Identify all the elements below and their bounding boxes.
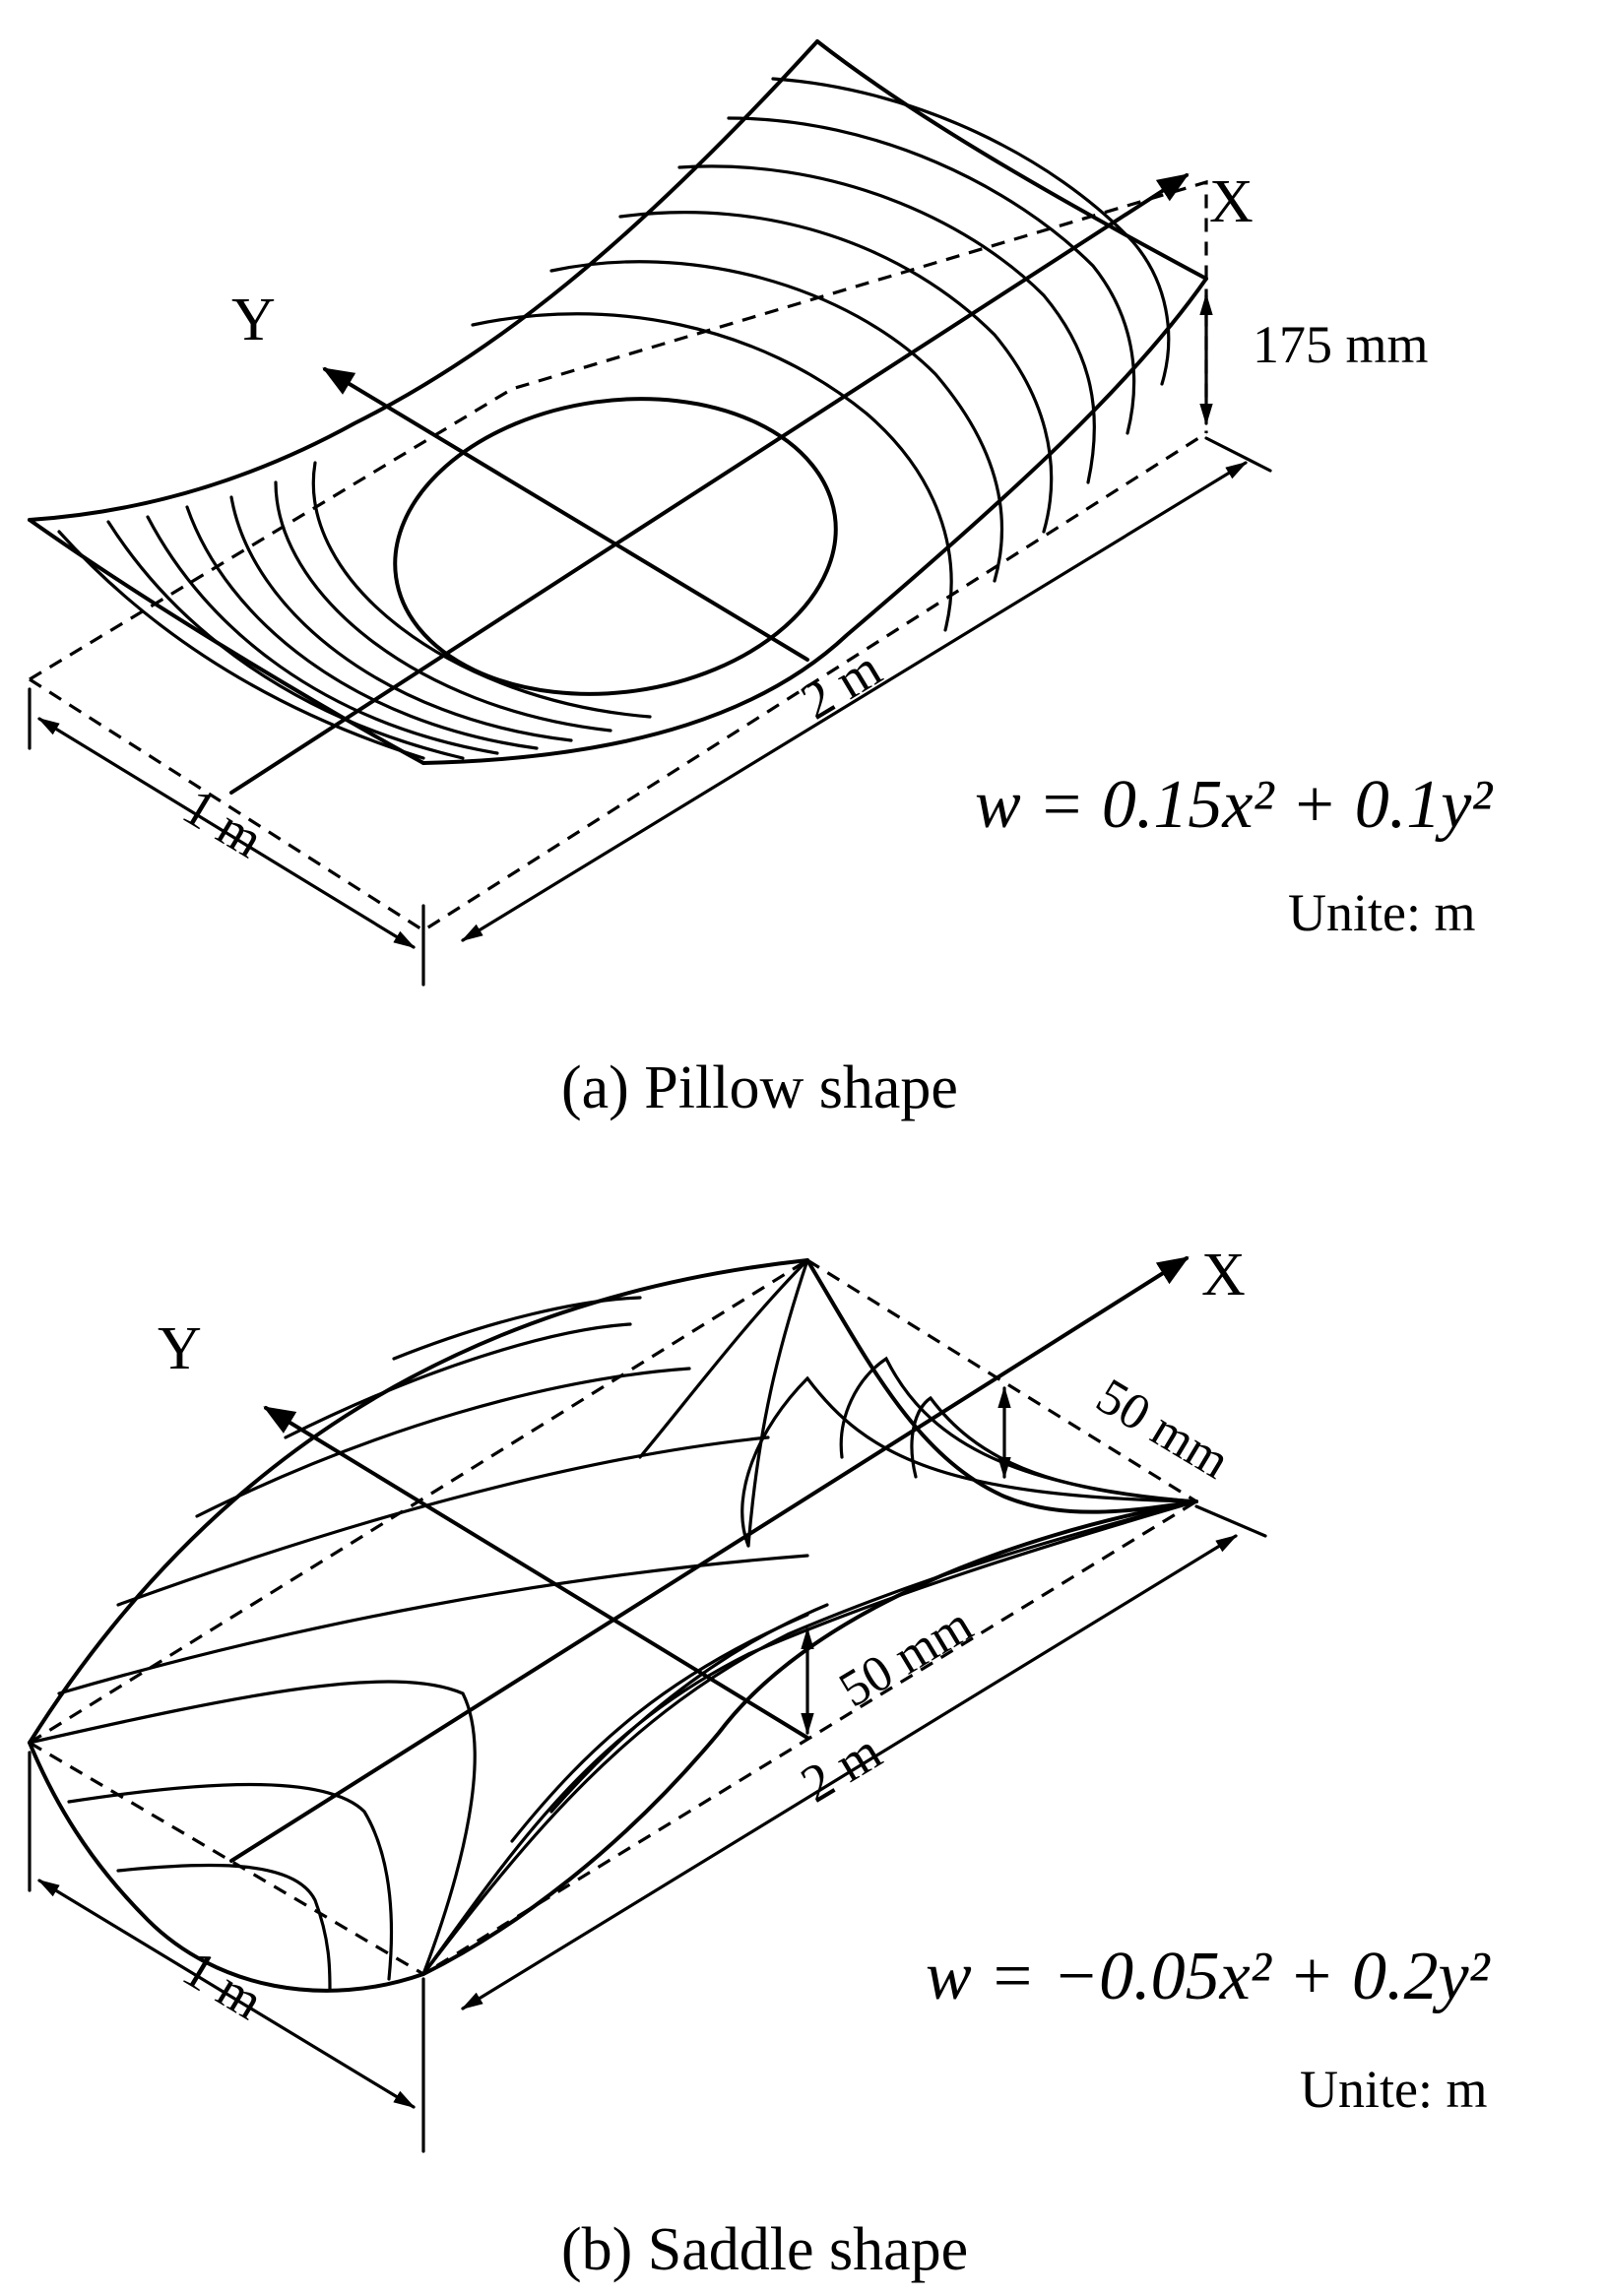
pillow-y-label: Y xyxy=(231,287,276,353)
pillow-panel: X Y 175 mm 2 m 1 m w = 0.15x² + 0.1y² Un… xyxy=(28,39,1493,1121)
saddle-equation: w = −0.05x² + 0.2y² xyxy=(926,1939,1491,2014)
saddle-panel: X Y 50 mm 50 mm 2 m 1 m w = −0.05x² + 0.… xyxy=(28,1242,1491,2283)
pillow-x-label: X xyxy=(1209,168,1254,235)
saddle-units: Unite: m xyxy=(1300,2060,1487,2119)
pillow-right-tick xyxy=(1204,436,1272,473)
pillow-length-label: 2 m xyxy=(791,638,891,731)
saddle-x-label: X xyxy=(1201,1242,1246,1308)
pillow-height-label: 175 mm xyxy=(1253,315,1429,374)
saddle-right-tick xyxy=(1194,1504,1267,1538)
saddle-surface xyxy=(28,1258,1198,1993)
saddle-width-dimension xyxy=(37,1879,416,2109)
pillow-width-label: 1 m xyxy=(173,777,274,869)
pillow-caption: (a) Pillow shape xyxy=(561,1054,958,1121)
saddle-height-label-2: 50 mm xyxy=(830,1596,982,1718)
pillow-length-dimension xyxy=(461,461,1248,942)
saddle-x-axis xyxy=(229,1256,1190,1863)
saddle-y-label: Y xyxy=(158,1315,202,1382)
pillow-width-dimension xyxy=(37,717,416,949)
saddle-caption: (b) Saddle shape xyxy=(561,2216,968,2283)
saddle-length-dimension xyxy=(461,1534,1238,2010)
saddle-y-axis xyxy=(263,1406,809,1740)
pillow-equation: w = 0.15x² + 0.1y² xyxy=(975,767,1493,843)
pillow-units: Unite: m xyxy=(1288,883,1475,942)
saddle-height-label-1: 50 mm xyxy=(1087,1368,1239,1490)
